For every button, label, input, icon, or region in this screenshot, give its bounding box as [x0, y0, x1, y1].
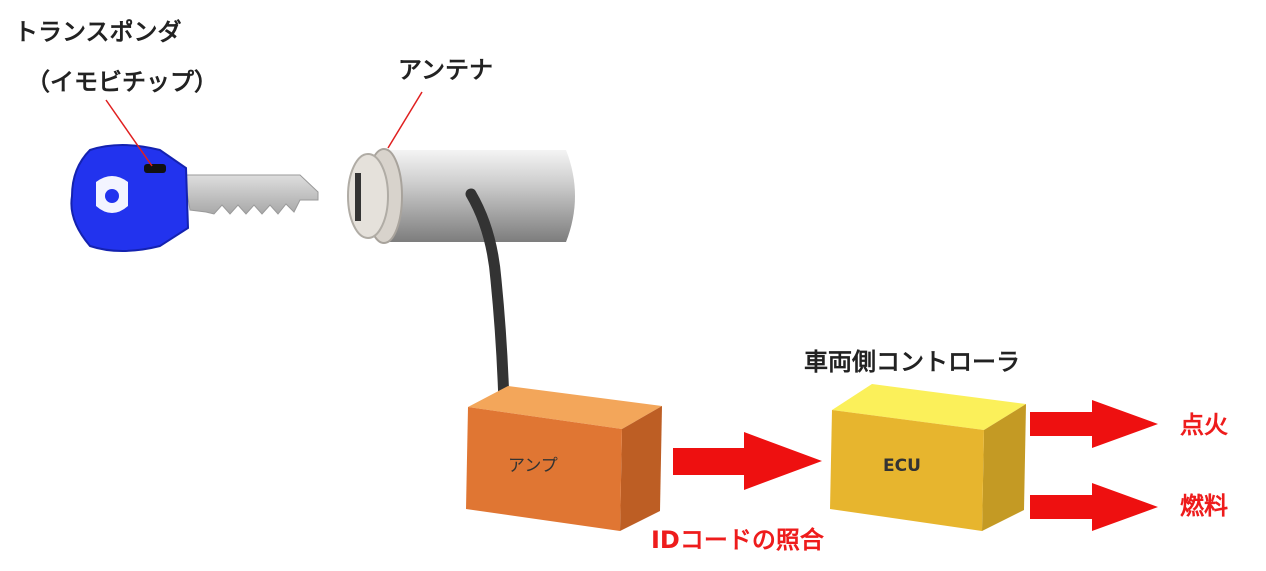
antenna-face [347, 153, 389, 239]
arrow-ecu-to-ignition [1030, 400, 1158, 448]
transponder-label: トランスポンダ [14, 18, 182, 46]
fuel-label: 燃料 [1180, 492, 1228, 520]
key-icon [70, 144, 319, 252]
antenna-keyhole [355, 173, 361, 221]
ignition-label: 点火 [1180, 411, 1228, 439]
arrow-ecu-to-fuel [1030, 483, 1158, 531]
chip-leader-line [105, 99, 153, 167]
antenna-icon [347, 148, 575, 244]
amp-box [466, 386, 662, 531]
id-code-match-label: IDコードの照合 [651, 526, 824, 554]
antenna-label: アンテナ [398, 56, 494, 84]
antenna-body [384, 150, 575, 242]
ecu-box [830, 384, 1026, 531]
key-head [70, 144, 190, 252]
amp-label: アンプ [508, 456, 558, 476]
antenna-leader-line [387, 91, 423, 149]
key-blade [183, 174, 319, 215]
arrow-amp-to-ecu [673, 432, 822, 490]
vehicle-controller-label: 車両側コントローラ [804, 348, 1020, 376]
ecu-label: ECU [883, 456, 921, 476]
immobi-chip-label: （イモビチップ） [26, 68, 218, 96]
immobi-chip-marker [144, 164, 166, 173]
antenna-cable [465, 188, 510, 410]
key-head-hole-dot [105, 189, 119, 203]
